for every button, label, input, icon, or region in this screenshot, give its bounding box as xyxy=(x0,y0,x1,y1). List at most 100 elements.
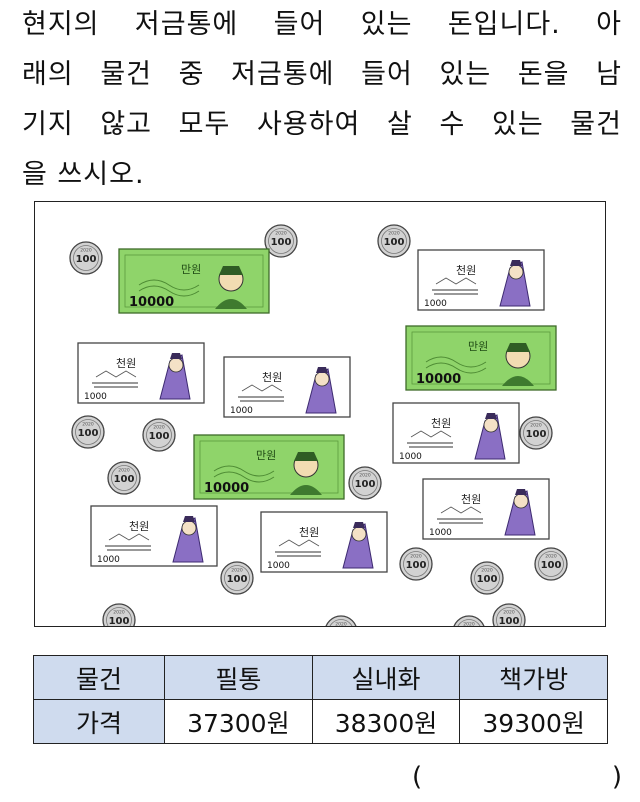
question-text: 현지의 저금통에 들어 있는 돈입니다. 아 래의 물건 중 저금통에 들어 있… xyxy=(22,0,622,200)
coin-100-icon: 2020 100 xyxy=(534,547,568,581)
svg-text:2020: 2020 xyxy=(275,231,287,237)
svg-text:천원: 천원 xyxy=(456,263,476,277)
coin-100-icon: 2020 100 xyxy=(325,615,357,627)
coin-100-icon: 2020 100 xyxy=(399,547,433,581)
svg-text:만원: 만원 xyxy=(468,340,488,353)
header-label-cell: 물건 xyxy=(33,655,165,700)
svg-text:2020: 2020 xyxy=(463,622,475,627)
coin-100-icon: 2020 100 xyxy=(453,615,485,627)
svg-text:2020: 2020 xyxy=(335,622,347,627)
svg-text:2020: 2020 xyxy=(82,422,94,428)
svg-text:100: 100 xyxy=(109,616,130,626)
bill-1000-icon: 천원 1000 xyxy=(77,342,205,404)
svg-text:2020: 2020 xyxy=(231,568,243,574)
coin-100-icon: 2020 100 xyxy=(519,416,553,450)
svg-text:100: 100 xyxy=(76,254,97,265)
svg-text:10000: 10000 xyxy=(204,481,249,496)
answer-right-paren: ) xyxy=(611,762,622,792)
bill-1000-icon: 천원 1000 xyxy=(260,511,388,573)
price-cell: 38300원 xyxy=(311,699,461,744)
svg-text:100: 100 xyxy=(227,574,248,585)
svg-text:1000: 1000 xyxy=(399,452,422,462)
svg-text:2020: 2020 xyxy=(545,554,557,560)
svg-text:2020: 2020 xyxy=(118,468,130,474)
svg-text:2020: 2020 xyxy=(388,231,400,237)
svg-text:10000: 10000 xyxy=(129,295,174,310)
svg-text:100: 100 xyxy=(355,479,376,490)
question-line: 현지의 저금통에 들어 있는 돈입니다. 아 xyxy=(22,9,622,40)
bills-1000-layer: 천원 1000 천원 1000 천원 1000 xyxy=(77,249,550,573)
svg-text:100: 100 xyxy=(114,474,135,485)
svg-text:1000: 1000 xyxy=(424,299,447,309)
svg-text:2020: 2020 xyxy=(530,423,542,429)
svg-text:100: 100 xyxy=(384,237,405,248)
bill-1000-icon: 천원 1000 xyxy=(422,478,550,540)
item-name-cell: 실내화 xyxy=(311,655,461,700)
answer-blank[interactable]: ( ) xyxy=(412,762,622,798)
svg-text:1000: 1000 xyxy=(429,528,452,538)
bill-10000-icon: 만원 10000 xyxy=(193,434,345,500)
bills-10000-layer: 만원 10000 만원 10000 만원 10000 xyxy=(118,248,557,500)
bill-10000-icon: 만원 10000 xyxy=(405,325,557,391)
svg-text:천원: 천원 xyxy=(262,370,282,384)
coin-100-icon: 2020 100 xyxy=(71,415,105,449)
bill-10000-icon: 만원 10000 xyxy=(118,248,270,314)
bill-1000-icon: 천원 1000 xyxy=(90,505,218,567)
item-name-cell: 필통 xyxy=(164,655,313,700)
question-line: 기지 않고 모두 사용하여 살 수 있는 물건 xyxy=(22,109,622,140)
svg-text:천원: 천원 xyxy=(431,416,451,430)
svg-text:천원: 천원 xyxy=(129,519,149,533)
svg-text:천원: 천원 xyxy=(461,492,481,506)
svg-text:2020: 2020 xyxy=(113,610,125,616)
item-name-cell: 책가방 xyxy=(459,655,608,700)
svg-text:천원: 천원 xyxy=(116,356,136,370)
price-table-header-row: 물건 필통 실내화 책가방 xyxy=(33,655,608,700)
svg-text:100: 100 xyxy=(499,616,520,626)
money-illustration: 2020 100 2020 100 2020 100 2020 100 xyxy=(69,224,568,627)
coin-100-icon: 2020 100 xyxy=(348,466,382,500)
svg-text:만원: 만원 xyxy=(256,449,276,462)
coin-100-icon: 2020 100 xyxy=(142,418,176,452)
coin-100-icon: 2020 100 xyxy=(220,561,254,595)
svg-text:1000: 1000 xyxy=(230,406,253,416)
svg-text:2020: 2020 xyxy=(481,568,493,574)
bill-1000-icon: 천원 1000 xyxy=(223,356,351,418)
svg-text:100: 100 xyxy=(149,431,170,442)
svg-text:2020: 2020 xyxy=(359,473,371,479)
coin-100-icon: 2020 100 xyxy=(107,461,141,495)
answer-left-paren: ( xyxy=(412,762,423,792)
svg-text:만원: 만원 xyxy=(181,263,201,276)
coin-100-icon: 2020 100 xyxy=(264,224,298,258)
price-table: 물건 필통 실내화 책가방 가격 37300원 38300원 39300원 xyxy=(33,655,608,744)
svg-text:1000: 1000 xyxy=(84,392,107,402)
bill-1000-icon: 천원 1000 xyxy=(417,249,545,311)
coin-100-icon: 2020 100 xyxy=(69,241,103,275)
row-label-cell: 가격 xyxy=(33,699,165,744)
svg-text:2020: 2020 xyxy=(503,610,515,616)
svg-text:100: 100 xyxy=(477,574,498,585)
question-line: 을 쓰시오. xyxy=(22,159,145,190)
coins-layer: 2020 100 2020 100 2020 100 2020 100 xyxy=(69,224,568,627)
svg-text:100: 100 xyxy=(541,560,562,571)
svg-text:1000: 1000 xyxy=(97,555,120,565)
svg-text:천원: 천원 xyxy=(299,525,319,539)
price-cell: 39300원 xyxy=(459,699,608,744)
svg-text:10000: 10000 xyxy=(416,372,461,387)
coin-100-icon: 2020 100 xyxy=(102,603,136,626)
bill-1000-icon: 천원 1000 xyxy=(392,402,520,464)
coin-100-icon: 2020 100 xyxy=(377,224,411,258)
svg-text:2020: 2020 xyxy=(153,425,165,431)
price-table-price-row: 가격 37300원 38300원 39300원 xyxy=(33,699,608,744)
coin-100-icon: 2020 100 xyxy=(470,561,504,595)
price-cell: 37300원 xyxy=(164,699,313,744)
coin-100-icon: 2020 100 xyxy=(492,603,526,626)
svg-text:2020: 2020 xyxy=(80,248,92,254)
question-line: 래의 물건 중 저금통에 들어 있는 돈을 남 xyxy=(22,59,622,90)
svg-text:100: 100 xyxy=(78,428,99,439)
svg-text:2020: 2020 xyxy=(410,554,422,560)
svg-text:100: 100 xyxy=(526,429,547,440)
svg-text:1000: 1000 xyxy=(267,561,290,571)
svg-text:100: 100 xyxy=(406,560,427,571)
svg-text:100: 100 xyxy=(271,237,292,248)
piggy-bank-money-box: 2020 100 2020 100 2020 100 2020 100 xyxy=(34,201,606,627)
